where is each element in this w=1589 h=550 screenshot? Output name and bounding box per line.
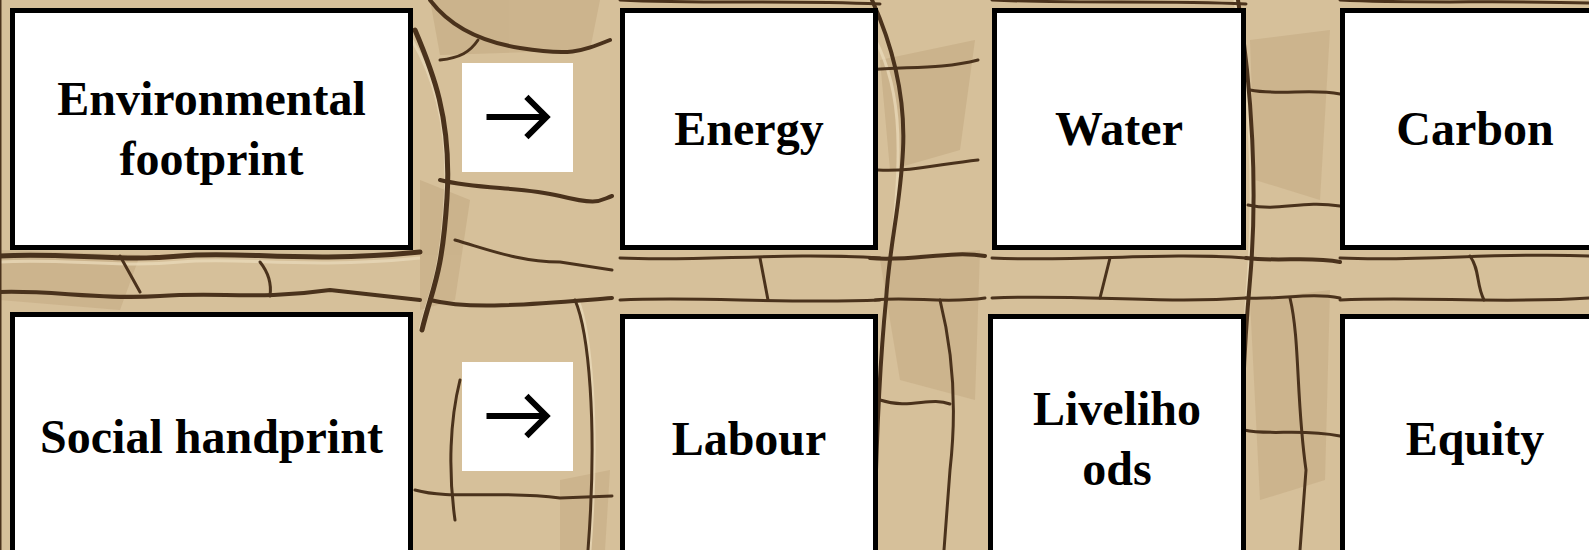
category-box: Liveliho ods [988, 314, 1246, 550]
box-label: Labour [672, 409, 827, 469]
category-box: Carbon [1340, 8, 1589, 250]
arrow-shaft [413, 413, 620, 419]
box-label: Energy [674, 99, 823, 159]
arrow-head [529, 398, 547, 434]
box-label: Carbon [1396, 99, 1553, 159]
arrow-head [529, 99, 547, 135]
arrow-tile [462, 63, 573, 172]
arrow-connector [413, 398, 620, 434]
box-label: Social handprint [40, 407, 383, 467]
footprint-box: Environmental footprint [10, 8, 413, 250]
arrow-tile [462, 362, 573, 471]
category-box: Labour [620, 314, 878, 550]
arrow-shaft [413, 114, 620, 120]
category-box: Equity [1340, 314, 1589, 550]
box-label: Liveliho ods [1007, 379, 1227, 499]
category-box: Energy [620, 8, 878, 250]
arrow-connector [413, 99, 620, 135]
box-label: Equity [1406, 409, 1545, 469]
box-label: Environmental footprint [29, 69, 394, 189]
category-box: Water [992, 8, 1246, 250]
handprint-box: Social handprint [10, 312, 413, 550]
box-label: Water [1055, 99, 1183, 159]
